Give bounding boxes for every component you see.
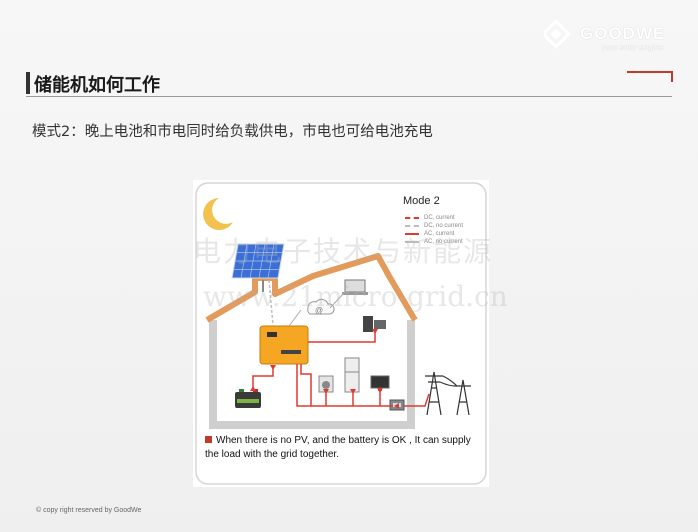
title-accent-bar xyxy=(26,72,30,94)
desktop-pc-icon xyxy=(363,316,373,332)
watermark-url: www.21micro-grid.cn xyxy=(203,280,508,313)
legend-item: DC, no current xyxy=(405,222,463,230)
fridge-icon xyxy=(344,357,360,393)
cloud-label: @ xyxy=(315,306,323,315)
copyright-footer: © copy right reserved by GoodWe xyxy=(36,507,142,514)
legend-item: AC, no current xyxy=(405,238,463,246)
legend-label: AC, no current xyxy=(424,239,463,245)
page-title-bar: 储能机如何工作 xyxy=(26,67,672,97)
inverter-icon xyxy=(259,325,309,365)
internet-cloud-icon xyxy=(307,298,335,315)
legend-label: DC, no current xyxy=(424,223,464,229)
legend-swatch xyxy=(405,217,419,219)
legend-label: DC, current xyxy=(424,215,455,221)
legend-swatch xyxy=(405,241,419,243)
legend-swatch xyxy=(405,225,419,227)
page-subtitle: 模式2：晚上电池和市电同时给负载供电，市电也可给电池充电 xyxy=(32,124,433,140)
diagram-legend: DC, current DC, no current AC, current A… xyxy=(405,214,463,246)
house-walls xyxy=(209,320,415,429)
current-wires xyxy=(252,332,430,407)
page-title: 储能机如何工作 xyxy=(34,75,160,96)
moon-icon xyxy=(203,198,233,230)
title-divider xyxy=(26,96,672,97)
tv-icon xyxy=(370,375,390,389)
brand-tagline: your solar engine xyxy=(602,43,664,52)
grid-tower-icon xyxy=(425,371,471,416)
mode-diagram-graphic: @ xyxy=(195,182,487,485)
figure-caption: When there is no PV, and the battery is … xyxy=(205,434,477,462)
caption-bullet-icon xyxy=(205,436,212,443)
legend-swatch xyxy=(405,233,419,235)
house-roof xyxy=(205,253,418,323)
watermark-cn: 电力电子技术与新能源 xyxy=(193,235,494,268)
caption-text: When there is no PV, and the battery is … xyxy=(205,435,471,460)
current-arrows xyxy=(250,329,399,409)
legend-item: AC, current xyxy=(405,230,463,238)
solar-panel-icon xyxy=(231,243,285,279)
legend-label: AC, current xyxy=(424,231,455,237)
goodwe-logo-icon xyxy=(544,19,571,49)
mode-diagram: @ xyxy=(193,180,508,487)
brand-name: GOODWE xyxy=(580,24,666,43)
red-corner-mark xyxy=(627,71,673,82)
mode-title: Mode 2 xyxy=(403,195,440,207)
legend-item: DC, current xyxy=(405,214,463,222)
pv-dc-line xyxy=(268,279,274,326)
